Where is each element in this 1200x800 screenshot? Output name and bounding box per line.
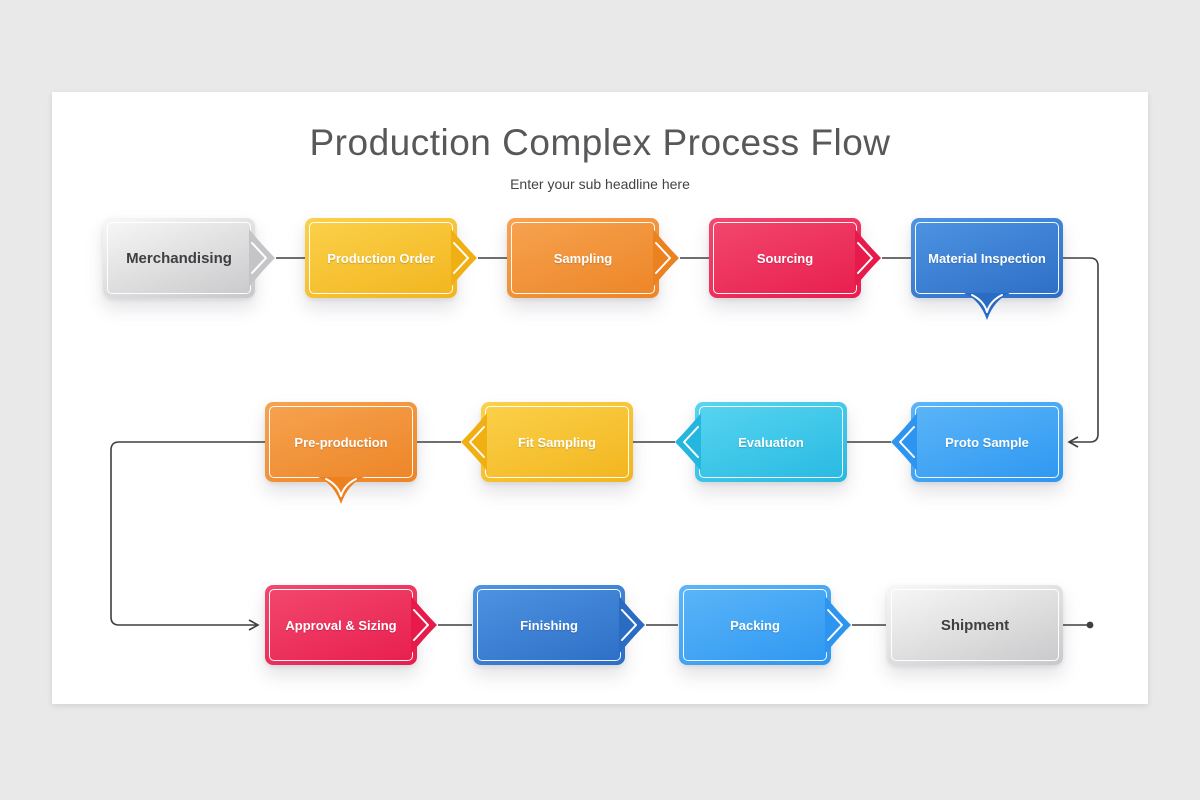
node-label: Merchandising	[126, 249, 232, 267]
arrow-right-icon	[825, 596, 851, 654]
arrow-right-icon	[619, 596, 645, 654]
node-finishing: Finishing	[473, 585, 645, 665]
page-subtitle: Enter your sub headline here	[510, 176, 690, 192]
node-proto-sample: Proto Sample	[891, 402, 1063, 482]
node-label: Pre-production	[294, 434, 388, 450]
node-approval-sizing: Approval & Sizing	[265, 585, 437, 665]
node-label: Fit Sampling	[518, 434, 596, 450]
node-label: Sampling	[553, 250, 613, 266]
pointer-down-icon	[964, 293, 1010, 320]
pointer-down-icon	[318, 477, 364, 504]
arrow-right-icon	[411, 596, 437, 654]
node-label: Material Inspection	[928, 250, 1046, 266]
node-label: Packing	[730, 617, 780, 633]
page-title: Production Complex Process Flow	[309, 122, 891, 163]
node-pre-production: Pre-production	[265, 402, 417, 504]
node-sampling: Sampling	[507, 218, 679, 298]
arrow-right-icon	[249, 229, 275, 287]
node-material-inspection: Material Inspection	[911, 218, 1063, 320]
node-shipment: Shipment	[887, 585, 1063, 665]
node-merchandising: Merchandising	[103, 218, 275, 298]
arrow-right-icon	[451, 229, 477, 287]
arrow-left-icon	[675, 413, 701, 471]
node-label: Sourcing	[756, 250, 814, 266]
node-packing: Packing	[679, 585, 851, 665]
node-evaluation: Evaluation	[675, 402, 847, 482]
arrow-right-icon	[855, 229, 881, 287]
node-sourcing: Sourcing	[709, 218, 881, 298]
node-label: Proto Sample	[945, 434, 1029, 450]
arrow-left-icon	[461, 413, 487, 471]
node-label: Production Order	[327, 250, 435, 266]
arrow-right-icon	[653, 229, 679, 287]
node-label: Approval & Sizing	[285, 617, 397, 633]
node-production-order: Production Order	[305, 218, 477, 298]
node-label: Shipment	[940, 616, 1010, 634]
arrow-left-icon	[891, 413, 917, 471]
node-label: Finishing	[520, 617, 578, 633]
node-fit-sampling: Fit Sampling	[461, 402, 633, 482]
node-label: Evaluation	[738, 434, 804, 450]
